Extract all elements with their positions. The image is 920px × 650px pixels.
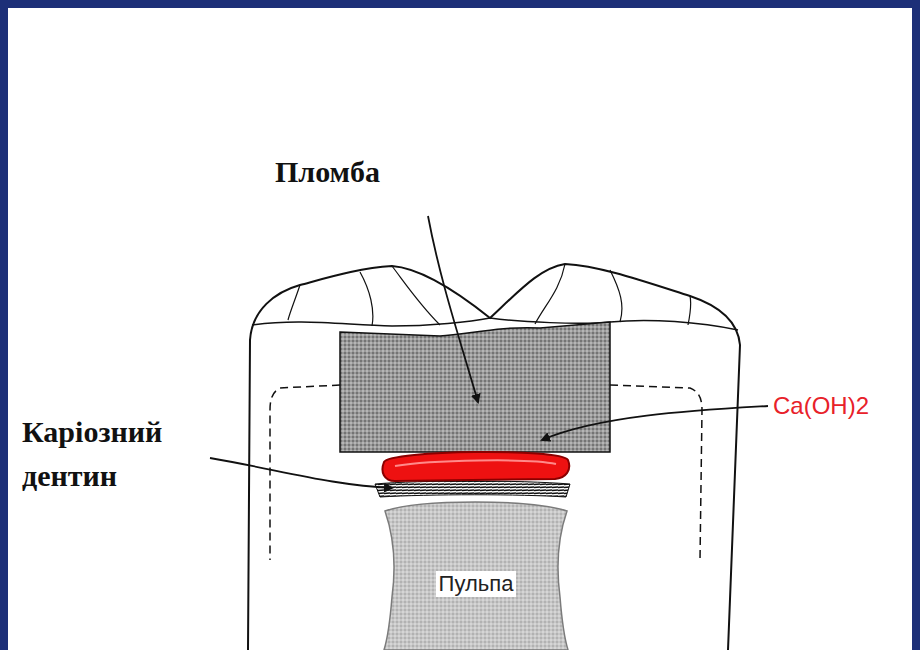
part-label: Пломба <box>275 150 380 194</box>
pulp-shape: Пульпа <box>380 497 572 650</box>
part-label: Каріозний дентин <box>22 410 207 497</box>
pulp-label: Пульпа <box>436 571 517 597</box>
chemical-label: Ca(OH)2 <box>773 392 869 420</box>
